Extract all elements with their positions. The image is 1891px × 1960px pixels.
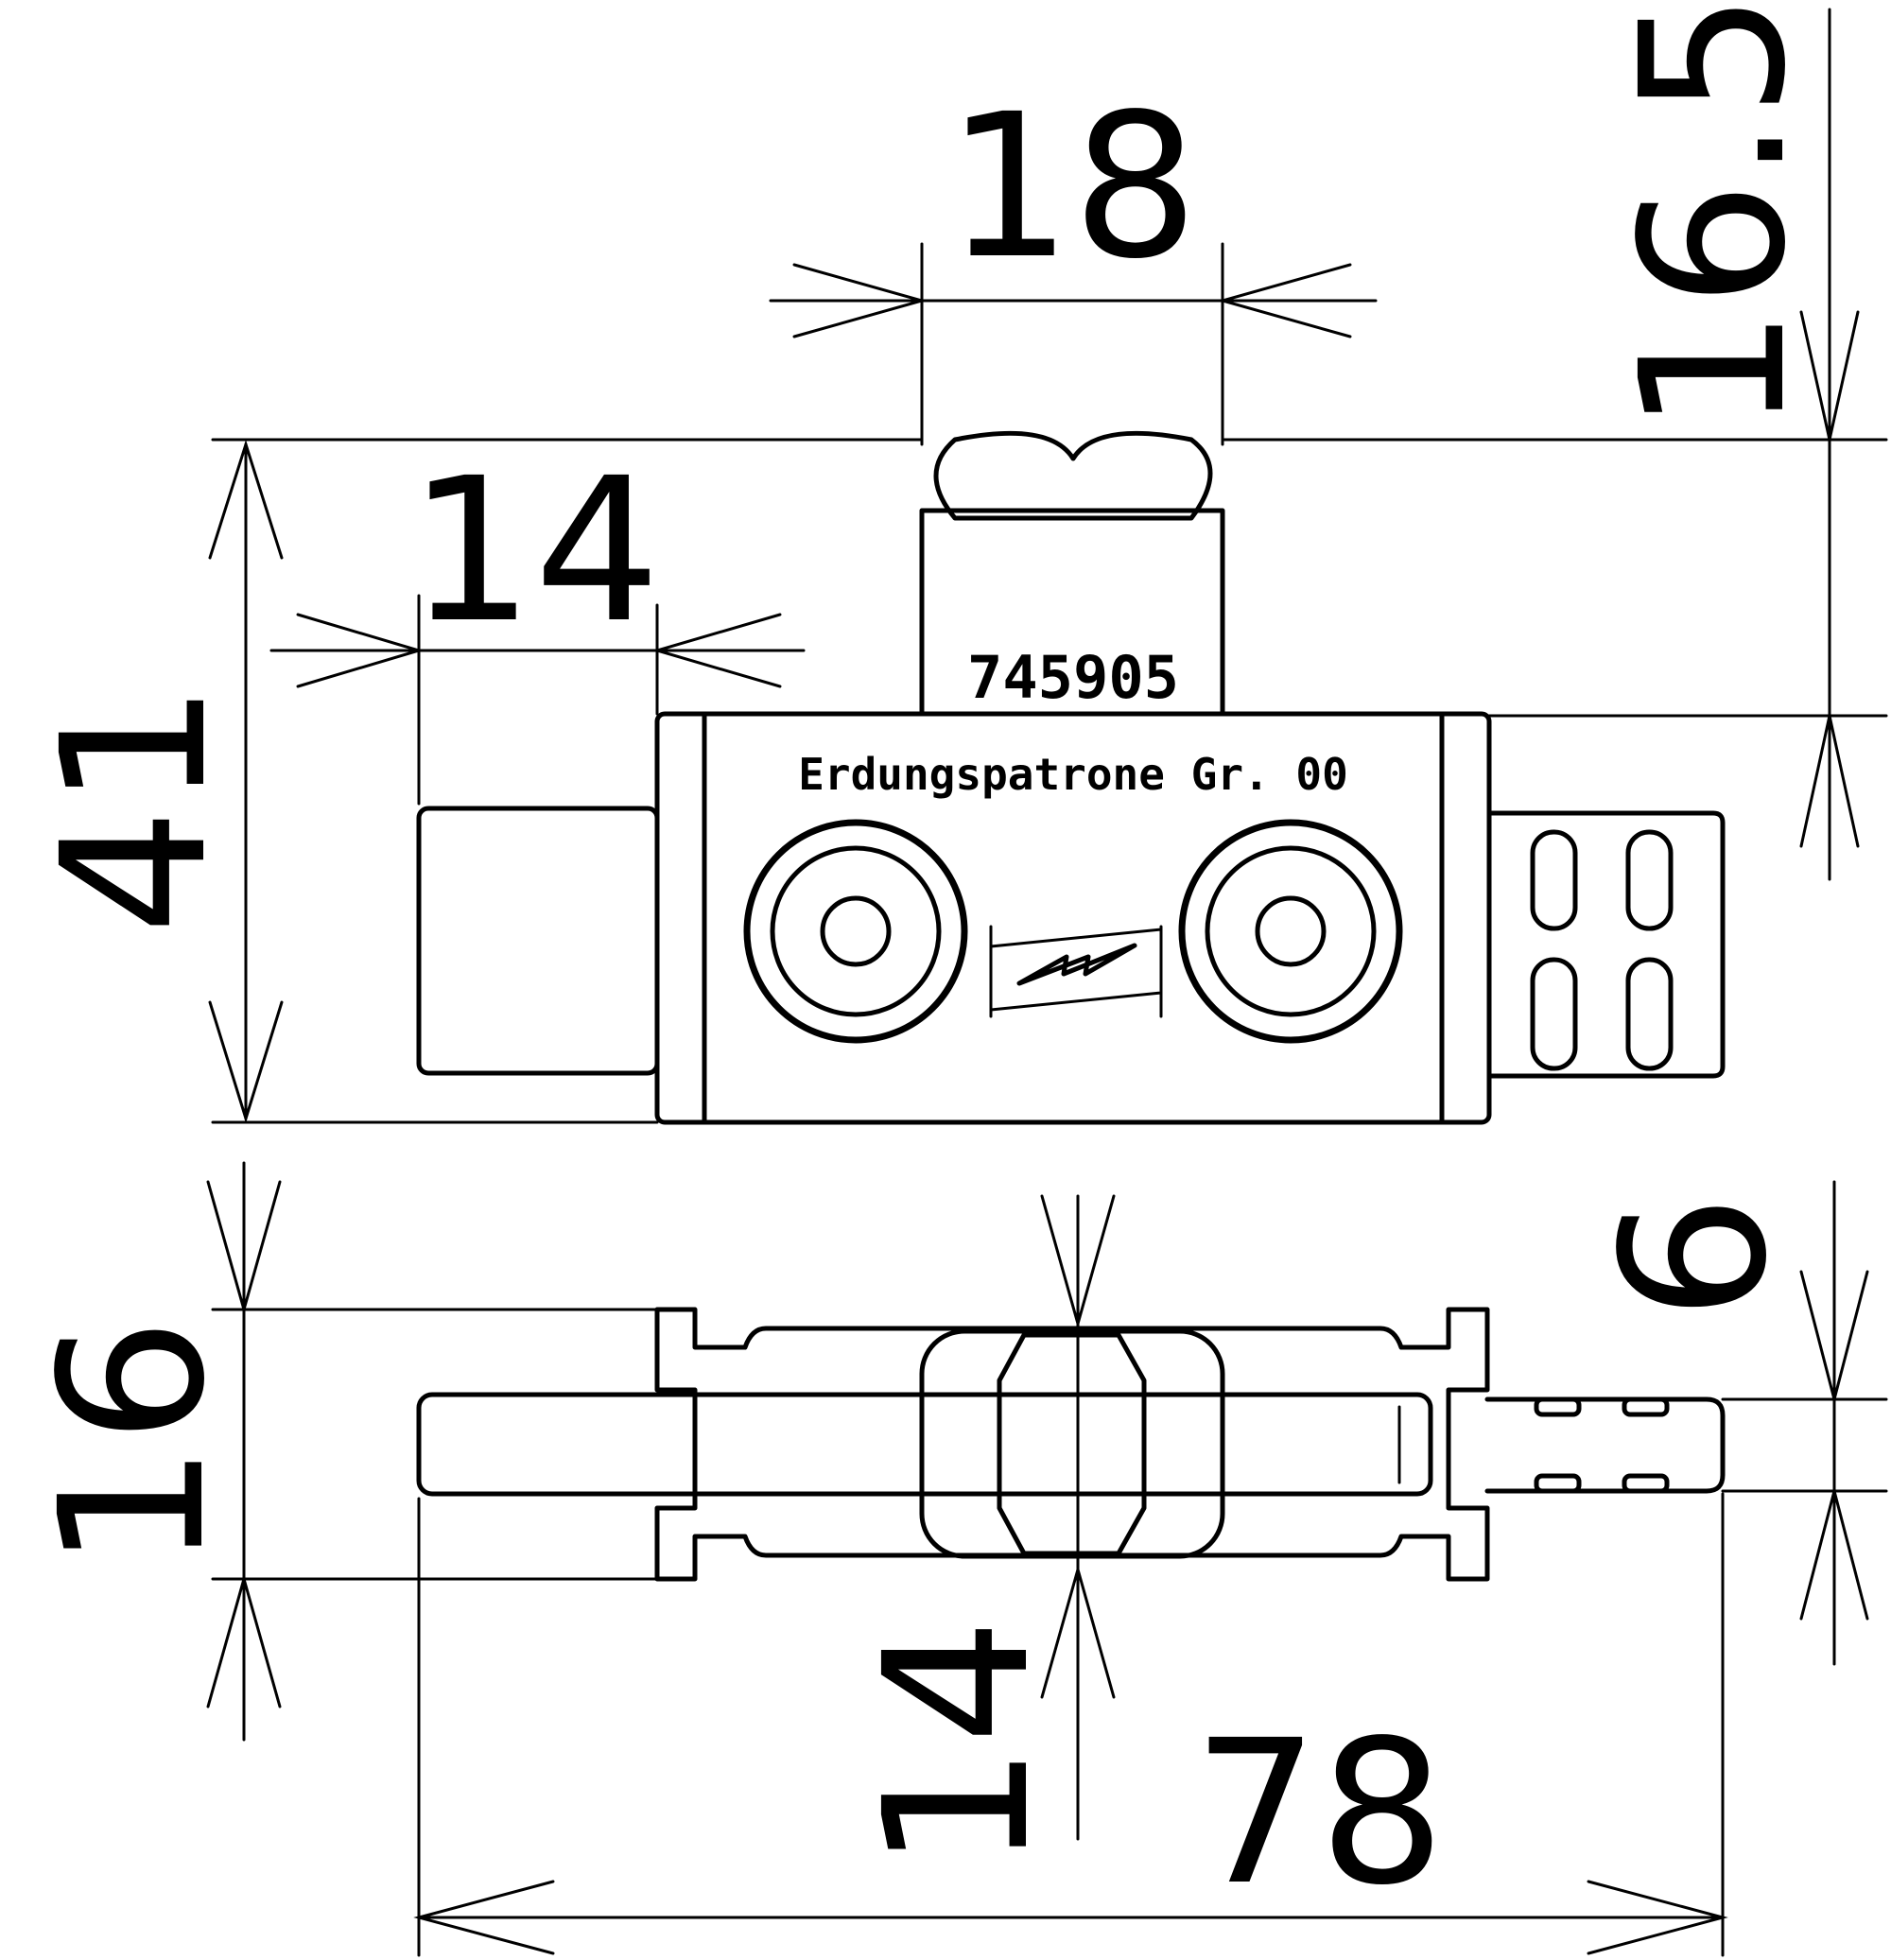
lightning-bolt-icon — [989, 925, 1163, 1018]
dim-tab-height: 16.5 — [1221, 0, 1888, 881]
part-number: 745905 — [967, 643, 1179, 712]
dim-pin-thickness: 6 — [1579, 1180, 1888, 1666]
dim-height: 41 — [19, 438, 924, 1124]
dim-left-pin-width: 14 — [269, 435, 806, 806]
left-pin — [416, 806, 660, 1076]
dim-side-thickness: 16 — [17, 1161, 659, 1742]
connector-slot — [1530, 829, 1578, 931]
right-terminal — [1178, 819, 1403, 1044]
dim-16-label: 16 — [17, 1317, 249, 1570]
side-right-pin — [1484, 1396, 1726, 1494]
dim-16-5-label: 16.5 — [1598, 0, 1830, 434]
side-view — [416, 1307, 1726, 1582]
connector-slot — [1625, 829, 1674, 931]
side-body-outline — [654, 1307, 1490, 1582]
dim-18-label: 18 — [946, 71, 1198, 303]
dim-overall-length: 78 — [413, 1492, 1728, 1957]
label-text: Erdungspatrone Gr. 00 — [798, 749, 1348, 800]
dim-78-label: 78 — [1192, 1697, 1445, 1929]
connector-slot — [1625, 957, 1674, 1071]
top-contact-cap — [933, 430, 1213, 521]
top-contact-blade — [919, 508, 1225, 717]
dim-center-thickness: 14 — [841, 1194, 1116, 1871]
connector-slot — [1530, 957, 1578, 1071]
front-view: 745905 Erdungspatrone Gr. 00 — [416, 430, 1726, 1125]
dim-contact-width: 18 — [769, 71, 1378, 446]
dim-center-14-label: 14 — [841, 1618, 1073, 1870]
right-connector — [1486, 810, 1726, 1079]
side-center-octagon — [997, 1332, 1147, 1556]
side-center-block — [919, 1328, 1225, 1559]
dim-14-label: 14 — [408, 435, 660, 667]
side-left-pin — [416, 1392, 1433, 1497]
left-terminal — [743, 819, 968, 1044]
dim-41-label: 41 — [19, 682, 251, 934]
dim-6-label: 6 — [1579, 1194, 1811, 1321]
